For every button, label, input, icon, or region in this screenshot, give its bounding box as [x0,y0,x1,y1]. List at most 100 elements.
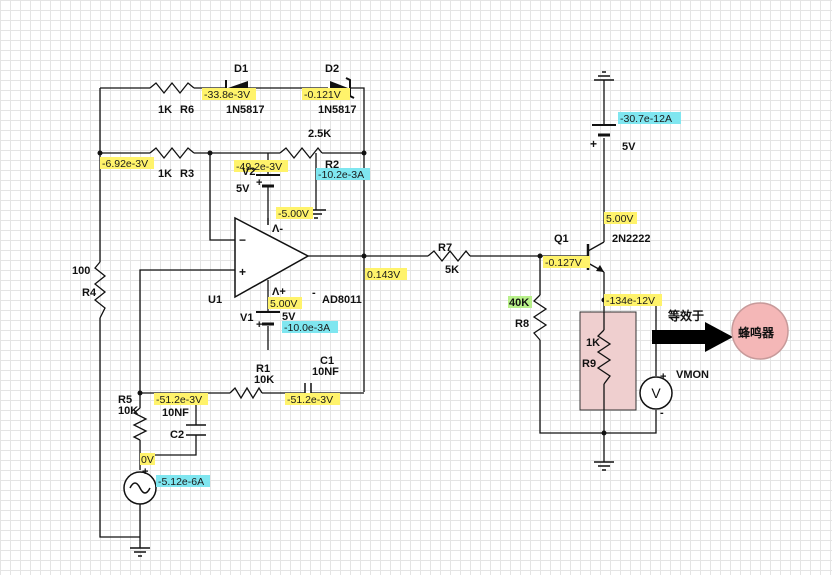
label-r8-value-bg [508,296,532,308]
label-r8-value: 40K [509,297,529,309]
label-equivalent: 等效于 [667,308,704,323]
svg-text:-51.2e-3V: -51.2e-3V [287,394,333,406]
probe-collector-top: 5.00V [604,212,637,225]
label-u1-model: AD8011 [322,294,362,306]
label-q1-model: 2N2222 [612,233,651,245]
label-r1-value: 10K [254,374,274,386]
svg-text:5.00V: 5.00V [606,213,633,225]
label-buzzer: 蜂鸣器 [738,325,775,340]
label-vmon-plus: + [660,371,666,383]
label-battery-value: 5V [622,141,636,153]
junction [361,150,367,156]
label-c1-value: 10NF [312,366,339,378]
resistor-r6[interactable] [149,81,195,95]
junction [97,150,103,156]
resistor-r8[interactable] [532,294,548,341]
resistor-r4[interactable] [93,261,107,319]
junction [137,390,143,396]
probe-d2: -0.121V [302,88,350,101]
arrow-icon [652,322,733,352]
probe-output: 0.143V [365,268,407,281]
label-r7-value: 5K [445,264,459,276]
label-r8-name: R8 [515,318,529,330]
label-d2-model: 1N5817 [318,104,357,116]
capacitor-c2[interactable] [186,424,206,436]
label-r9-value: 1K [586,337,600,349]
svg-text:5.00V: 5.00V [270,298,297,310]
svg-text:-5.12e-6A: -5.12e-6A [158,476,204,488]
label-d2: D2 [325,63,339,75]
resistor-r1[interactable] [229,386,263,400]
label-r3-name: R3 [180,168,194,180]
label-c2-value: 10NF [162,407,189,419]
label-v1-name: V1 [240,312,253,324]
svg-text:-10.2e-3A: -10.2e-3A [318,169,364,181]
svg-text:-134e-12V: -134e-12V [606,295,655,307]
label-d1: D1 [234,63,248,75]
ac-source[interactable] [123,471,157,505]
battery-v1[interactable] [256,311,280,326]
battery-v2[interactable] [256,174,280,193]
label-c2-name: C2 [170,429,184,441]
buzzer [731,302,789,360]
junction [361,253,367,259]
label-c1-name: C1 [320,355,334,367]
label-r2-name: R2 [325,159,339,171]
svg-text:0V: 0V [141,454,154,466]
resistor-r3[interactable] [149,146,195,160]
label-r3-value: 1K [158,168,172,180]
label-v2-name: V2 [242,166,255,178]
label-r4-name: R4 [82,287,97,299]
label-vmon-minus: - [660,407,664,419]
label-q1-name: Q1 [554,233,569,245]
probe-r5-bottom: 0V [140,453,155,466]
resistor-r2[interactable] [279,146,323,160]
svg-text:-6.92e-3V: -6.92e-3V [102,158,148,170]
probe-left-rail: -6.92e-3V [100,157,154,170]
probe-emitter: -134e-12V [604,294,662,307]
ground-icon [594,71,614,81]
label-r5-value: 10K [118,405,138,417]
voltmeter-vmon[interactable]: V [639,376,673,410]
probe-v1-voltage: 5.00V [268,297,302,310]
svg-text:-49.2e-3V: -49.2e-3V [236,161,282,173]
probe-base: -0.127V [543,256,590,269]
svg-text:-0.127V: -0.127V [545,257,582,269]
battery-5v[interactable] [592,124,616,137]
probe-v1-current: -10.0e-3A [282,321,338,334]
ground-icon [594,461,614,471]
label-u1-name: U1 [208,294,222,306]
probe-labels: -33.8e-3V -0.121V -6.92e-3V -49.2e-3V -1… [100,88,681,488]
label-r4-value: 100 [72,265,90,277]
resistor-r7[interactable] [427,249,471,263]
label-opamp-plus: + [239,265,246,279]
probe-source-current: -5.12e-6A [156,475,210,488]
opamp-u1[interactable] [234,216,310,299]
ground-icon [130,547,150,557]
svg-text:-10.0e-3A: -10.0e-3A [284,322,330,334]
label-source-plus: + [142,466,148,478]
label-v2-lambda: Λ- [272,223,283,235]
label-r6-value: 1K [158,104,172,116]
junction [207,150,213,156]
probe-r2-current: -10.2e-3A [316,168,370,181]
label-r2-value: 2.5K [308,128,331,140]
label-r1-name: R1 [256,363,270,375]
resistor-r5[interactable] [132,407,148,441]
probe-c1: -51.2e-3V [285,393,340,406]
component-labels: D1 1N5817 D2 1N5817 1K R6 1K R3 2.5K R2 … [72,63,775,478]
junction [601,430,607,436]
transistor-q1[interactable] [586,241,605,273]
svg-text:-51.2e-3V: -51.2e-3V [156,394,202,406]
probe-r6: -33.8e-3V [202,88,256,101]
label-r5-name: R5 [118,394,132,406]
label-v1-lambda: Λ+ [272,286,286,298]
label-v1-value: 5V [282,311,296,323]
svg-text:-33.8e-3V: -33.8e-3V [204,89,250,101]
r9-equivalent-box[interactable] [579,311,637,411]
svg-text:-0.121V: -0.121V [304,89,341,101]
svg-text:V: V [651,385,661,401]
svg-text:0.143V: 0.143V [367,269,400,281]
label-v1-minus: - [312,287,316,299]
